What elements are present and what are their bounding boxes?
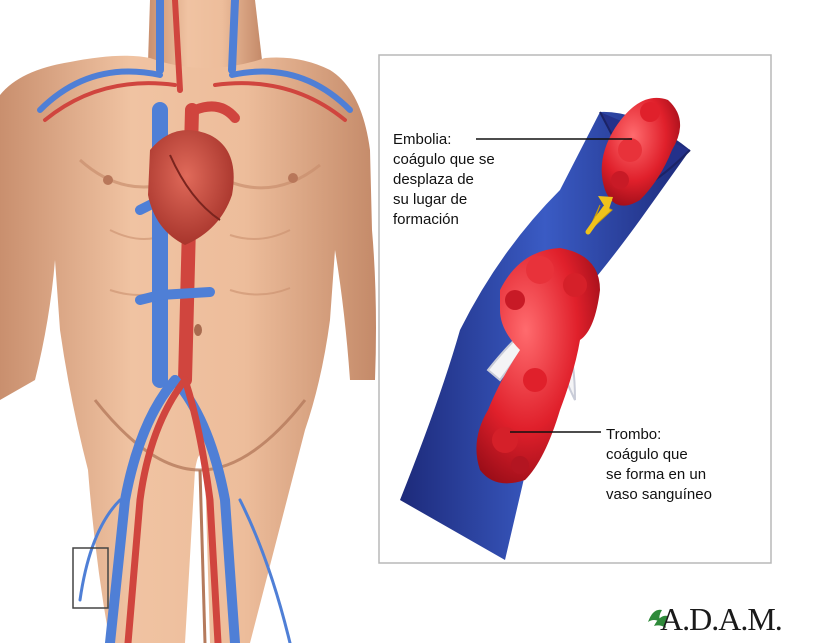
embolia-label-line: coágulo que se [393,150,495,170]
trombo-label-line: se forma en un [606,465,712,485]
trombo-label: Trombo: coágulo que se forma en un vaso … [606,425,712,505]
embolia-label: Embolia: coágulo que se desplaza de su l… [393,130,495,230]
embolia-label-line: formación [393,210,495,230]
trombo-label-line: Trombo: [606,425,712,445]
embolia-label-line: desplaza de [393,170,495,190]
adam-logo-text: A.D.A.M. [660,601,782,638]
embolia-label-line: su lugar de [393,190,495,210]
trombo-label-line: coágulo que [606,445,712,465]
adam-logo: A.D.A.M. [660,601,782,638]
trombo-label-line: vaso sanguíneo [606,485,712,505]
embolia-label-line: Embolia: [393,130,495,150]
